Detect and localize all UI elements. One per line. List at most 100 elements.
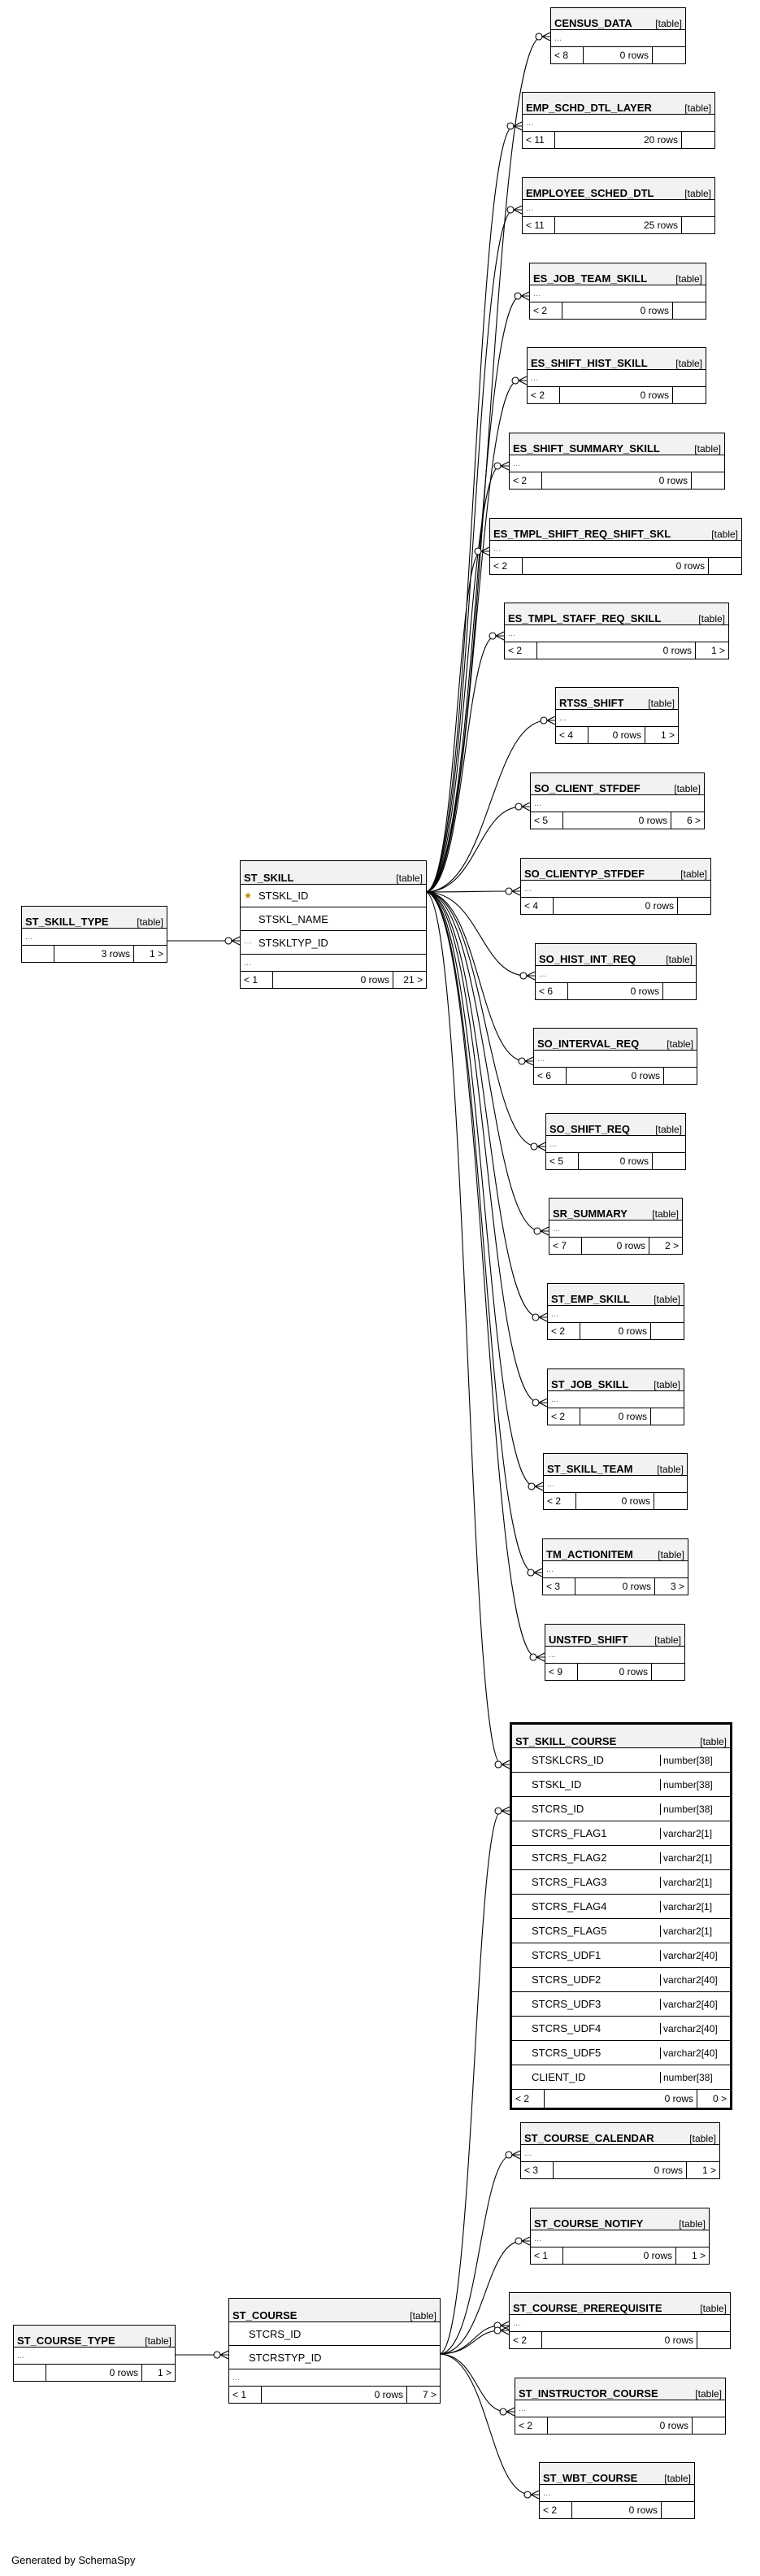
parents-count: < 3 — [521, 2162, 554, 2178]
table-tag: [table] — [689, 2133, 716, 2144]
skill-relationship-20 — [424, 891, 510, 1765]
skill-relationship-13 — [424, 891, 545, 1147]
ellipsis: ... — [232, 2373, 241, 2382]
table-tag: [table] — [654, 1294, 680, 1305]
table-es-tmpl-shift-req-shift-skl[interactable]: ES_TMPL_SHIFT_REQ_SHIFT_SKL[table] ... <… — [489, 518, 742, 575]
column-type: varchar2[1] — [660, 1876, 730, 1888]
table-name: ST_COURSE_PREREQUISITE — [513, 2302, 662, 2314]
skill-relationship-8-crowfoot — [546, 716, 556, 725]
table-name: RTSS_SHIFT — [559, 697, 624, 709]
table-name: SR_SUMMARY — [553, 1208, 628, 1220]
skill-relationship-14-crowfoot — [540, 1226, 549, 1236]
table-name: ST_COURSE_NOTIFY — [534, 2217, 644, 2230]
skill-relationship-19-end — [529, 1653, 537, 1661]
generated-by-credit: Generated by SchemaSpy — [11, 2554, 136, 2566]
table-tag: [table] — [410, 2310, 436, 2321]
course-relationship-5 — [438, 2353, 515, 2413]
skill-relationship-11 — [424, 891, 535, 977]
row-count: 25 rows — [555, 217, 682, 233]
skill-relationship-16-end — [532, 1399, 540, 1407]
skill-relationship-18-end — [527, 1569, 535, 1577]
parents-count — [22, 946, 54, 962]
parents-count: < 2 — [548, 1323, 580, 1339]
table-st-skill[interactable]: ST_SKILL[table] ★STSKL_ID STSKL_NAME ⋯ST… — [240, 860, 427, 989]
course-relationship-1-end — [505, 2151, 513, 2159]
skill-relationship-10-crowfoot — [511, 886, 521, 896]
skill-relationship-20-end — [494, 1760, 502, 1769]
course-relationship-4-crowfoot — [500, 2326, 510, 2335]
ellipsis: ... — [551, 1395, 559, 1404]
column-type: varchar2[1] — [660, 1852, 730, 1864]
parents-count: < 2 — [515, 2417, 548, 2434]
children-count: 2 > — [664, 1240, 679, 1251]
column-name: STCRS_UDF2 — [532, 1973, 601, 1986]
children-count — [653, 47, 685, 63]
column-type: varchar2[40] — [660, 2022, 730, 2034]
children-count: 6 > — [686, 815, 701, 826]
parents-count: < 5 — [546, 1153, 579, 1169]
row-count: 0 rows — [588, 727, 645, 743]
table-tag: [table] — [654, 1379, 680, 1390]
course-relationship-0-end — [494, 1807, 502, 1815]
table-tag: [table] — [679, 2218, 706, 2230]
skill-relationship-16 — [424, 891, 547, 1403]
column-type: varchar2[40] — [660, 2047, 730, 2059]
column-row: STCRS_FLAG2 varchar2[1] — [512, 1846, 730, 1870]
table-name: CENSUS_DATA — [554, 17, 632, 29]
skill-relationship-13-end — [530, 1142, 538, 1151]
table-name: ES_JOB_TEAM_SKILL — [533, 272, 648, 285]
row-count: 0 rows — [554, 2162, 687, 2178]
course-relationship-1 — [438, 2154, 520, 2355]
skill-relationship-12 — [424, 891, 533, 1062]
column-name: STSKLTYP_ID — [258, 936, 328, 949]
ellipsis: ... — [559, 713, 567, 723]
table-tag: [table] — [684, 188, 711, 199]
skill-relationship-4-crowfoot — [518, 376, 528, 385]
skill-relationship-11-end — [519, 972, 528, 980]
row-count: 0 rows — [542, 2332, 697, 2348]
skill-type-relationship-crowfoot — [231, 936, 241, 946]
skill-relationship-9-end — [515, 803, 523, 811]
table-tag: [table] — [674, 783, 701, 794]
ellipsis: ... — [526, 118, 534, 128]
row-count: 0 rows — [563, 2247, 676, 2264]
course-relationship-1-crowfoot — [511, 2150, 521, 2160]
parents-count: < 2 — [528, 387, 560, 403]
table-name: SO_INTERVAL_REQ — [537, 1038, 640, 1050]
table-st-course[interactable]: ST_COURSE[table] STCRS_ID STCRSTYP_ID ..… — [228, 2298, 441, 2404]
column-name: STSKLCRS_ID — [532, 1754, 604, 1766]
skill-relationship-18 — [424, 891, 542, 1573]
column-name: STCRS_FLAG2 — [532, 1852, 607, 1864]
skill-relationship-7-crowfoot — [495, 631, 505, 641]
